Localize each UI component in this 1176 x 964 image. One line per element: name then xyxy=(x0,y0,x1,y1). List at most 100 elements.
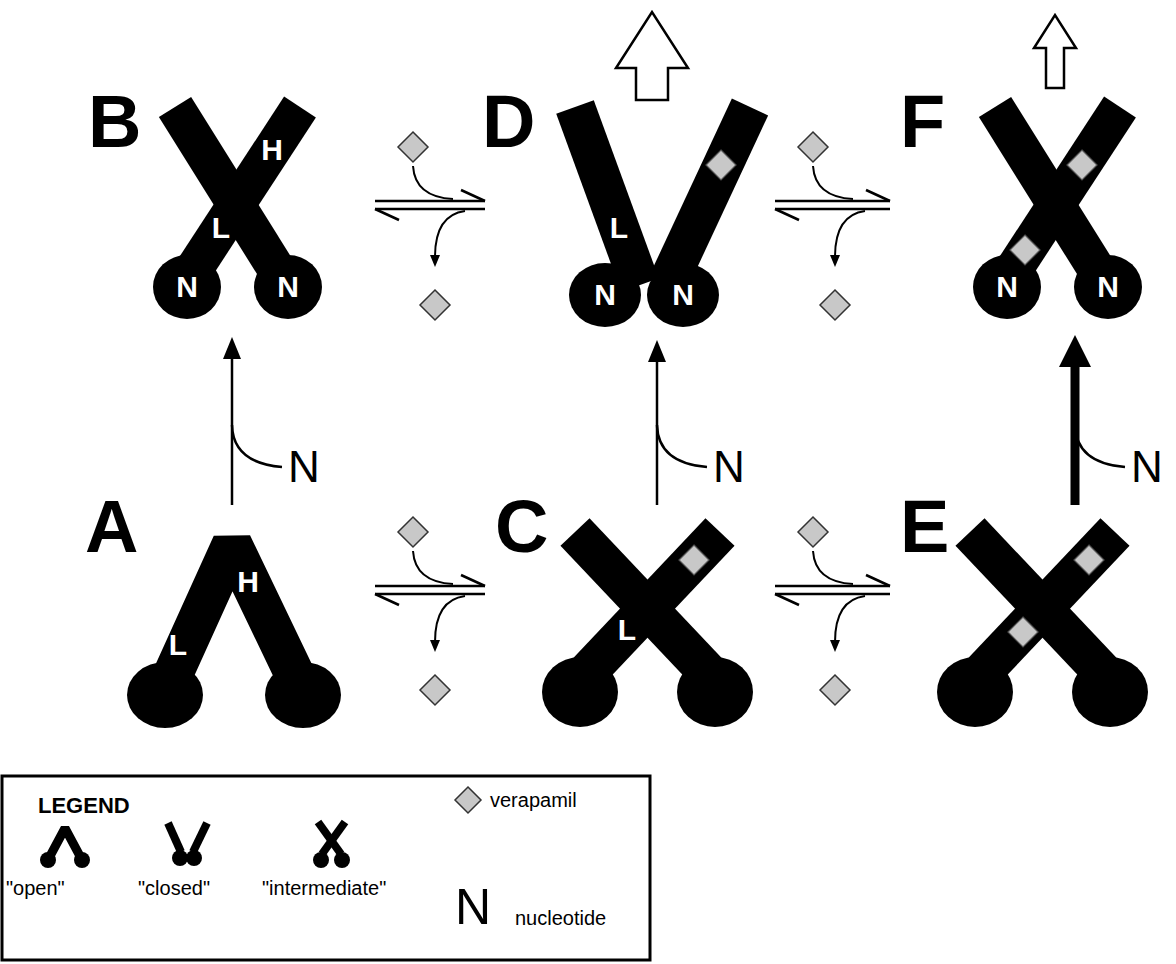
harpoon xyxy=(775,593,890,596)
site-letter: N xyxy=(594,280,616,310)
nucleotide-domain xyxy=(973,255,1041,319)
release-curve xyxy=(435,211,465,257)
domain-arm xyxy=(975,532,1115,680)
transporter-shape xyxy=(540,520,750,735)
legend-text: "intermediate" xyxy=(262,878,386,898)
bound-verapamil xyxy=(679,545,709,575)
transporter-shape xyxy=(555,95,770,330)
legend-text: "open" xyxy=(6,878,65,898)
transporter-shape xyxy=(935,520,1145,735)
domain-arm xyxy=(667,107,750,285)
nucleotide-branch xyxy=(1075,425,1125,467)
release-arrow xyxy=(1034,15,1076,88)
verapamil-diamond xyxy=(820,290,850,320)
legend-box xyxy=(2,776,650,960)
state-letter: F xyxy=(900,85,945,159)
release-curve xyxy=(835,596,865,642)
binding-curve xyxy=(413,166,453,199)
nucleotide-domain xyxy=(569,263,641,327)
state-letter: E xyxy=(900,490,949,564)
legend-text: "closed" xyxy=(138,878,210,898)
site-letter: N xyxy=(996,272,1018,302)
transporter-state: E xyxy=(935,520,1145,735)
state-letter: B xyxy=(88,85,141,159)
arrowhead xyxy=(830,255,840,267)
transporter-state: FNN xyxy=(970,95,1145,325)
site-letter: H xyxy=(261,135,283,165)
transporter-state: DLNN xyxy=(555,95,770,330)
nucleotide-domain xyxy=(265,662,341,728)
harpoon-barb xyxy=(775,209,799,220)
verapamil-diamond xyxy=(420,675,450,705)
site-letter: N xyxy=(176,272,198,302)
intermediate-sample xyxy=(313,822,350,868)
verapamil-diamond xyxy=(820,675,850,705)
state-letter: C xyxy=(495,490,548,564)
site-letter: L xyxy=(212,213,230,243)
bound-verapamil xyxy=(1074,545,1104,575)
harpoon xyxy=(375,593,485,596)
nucleotide-domain xyxy=(647,263,719,327)
verapamil-diamond xyxy=(798,517,828,547)
binding-curve xyxy=(813,166,853,199)
arrowhead xyxy=(1059,335,1091,367)
release-curve xyxy=(835,211,865,257)
release-arrow xyxy=(616,12,688,100)
nucleotide-domain xyxy=(254,255,322,319)
arrowhead xyxy=(830,640,840,652)
transporter-shape xyxy=(125,530,345,730)
equilibrium-arrows xyxy=(775,517,890,705)
harpoon xyxy=(375,208,485,211)
arrowhead xyxy=(648,340,666,362)
site-letter: N xyxy=(672,280,694,310)
domain-arm xyxy=(575,107,640,285)
state-letter: A xyxy=(85,490,138,564)
nucleotide-domain xyxy=(1072,657,1148,727)
bound-verapamil xyxy=(706,150,736,180)
binding-curve xyxy=(413,551,453,584)
bound-verapamil xyxy=(1010,235,1040,265)
harpoon xyxy=(375,585,485,588)
nucleotide-branch xyxy=(232,425,282,467)
harpoon xyxy=(775,208,890,211)
verapamil-diamond xyxy=(398,132,428,162)
legend-text: nucleotide xyxy=(515,908,606,928)
arrowhead xyxy=(430,255,440,267)
harpoon-barb xyxy=(866,575,890,586)
site-letter: L xyxy=(618,615,636,645)
bound-verapamil xyxy=(1008,617,1038,647)
legend-text: verapamil xyxy=(490,790,577,810)
harpoon-barb xyxy=(461,190,485,201)
transporter-state: CL xyxy=(540,520,750,735)
verapamil-sample xyxy=(455,787,481,813)
state-letter: D xyxy=(482,85,535,159)
nucleotide-domain xyxy=(1074,255,1142,319)
site-letter: H xyxy=(237,567,259,597)
nucleotide-domain xyxy=(127,662,203,728)
equilibrium-arrows xyxy=(775,132,890,320)
site-letter: N xyxy=(277,272,299,302)
site-letter: L xyxy=(610,213,628,243)
nucleotide-label: N xyxy=(288,445,320,489)
nucleotide-domain xyxy=(937,657,1013,727)
verapamil-diamond xyxy=(798,132,828,162)
harpoon-barb xyxy=(866,190,890,201)
nucleotide-branch xyxy=(657,425,707,467)
harpoon-barb xyxy=(375,209,399,220)
binding-arrow xyxy=(648,340,707,505)
equilibrium-arrows xyxy=(375,517,485,705)
nucleotide-label: N xyxy=(1131,445,1163,489)
arrowhead xyxy=(223,337,241,359)
nucleotide-domain xyxy=(677,657,753,727)
site-letter: N xyxy=(1097,272,1119,302)
verapamil-diamond xyxy=(420,290,450,320)
binding-curve xyxy=(813,551,853,584)
arrowhead xyxy=(430,640,440,652)
release-curve xyxy=(435,596,465,642)
harpoon-barb xyxy=(461,575,485,586)
nucleotide-domain xyxy=(153,255,221,319)
open-sample xyxy=(40,828,90,868)
closed-sample xyxy=(168,823,207,866)
